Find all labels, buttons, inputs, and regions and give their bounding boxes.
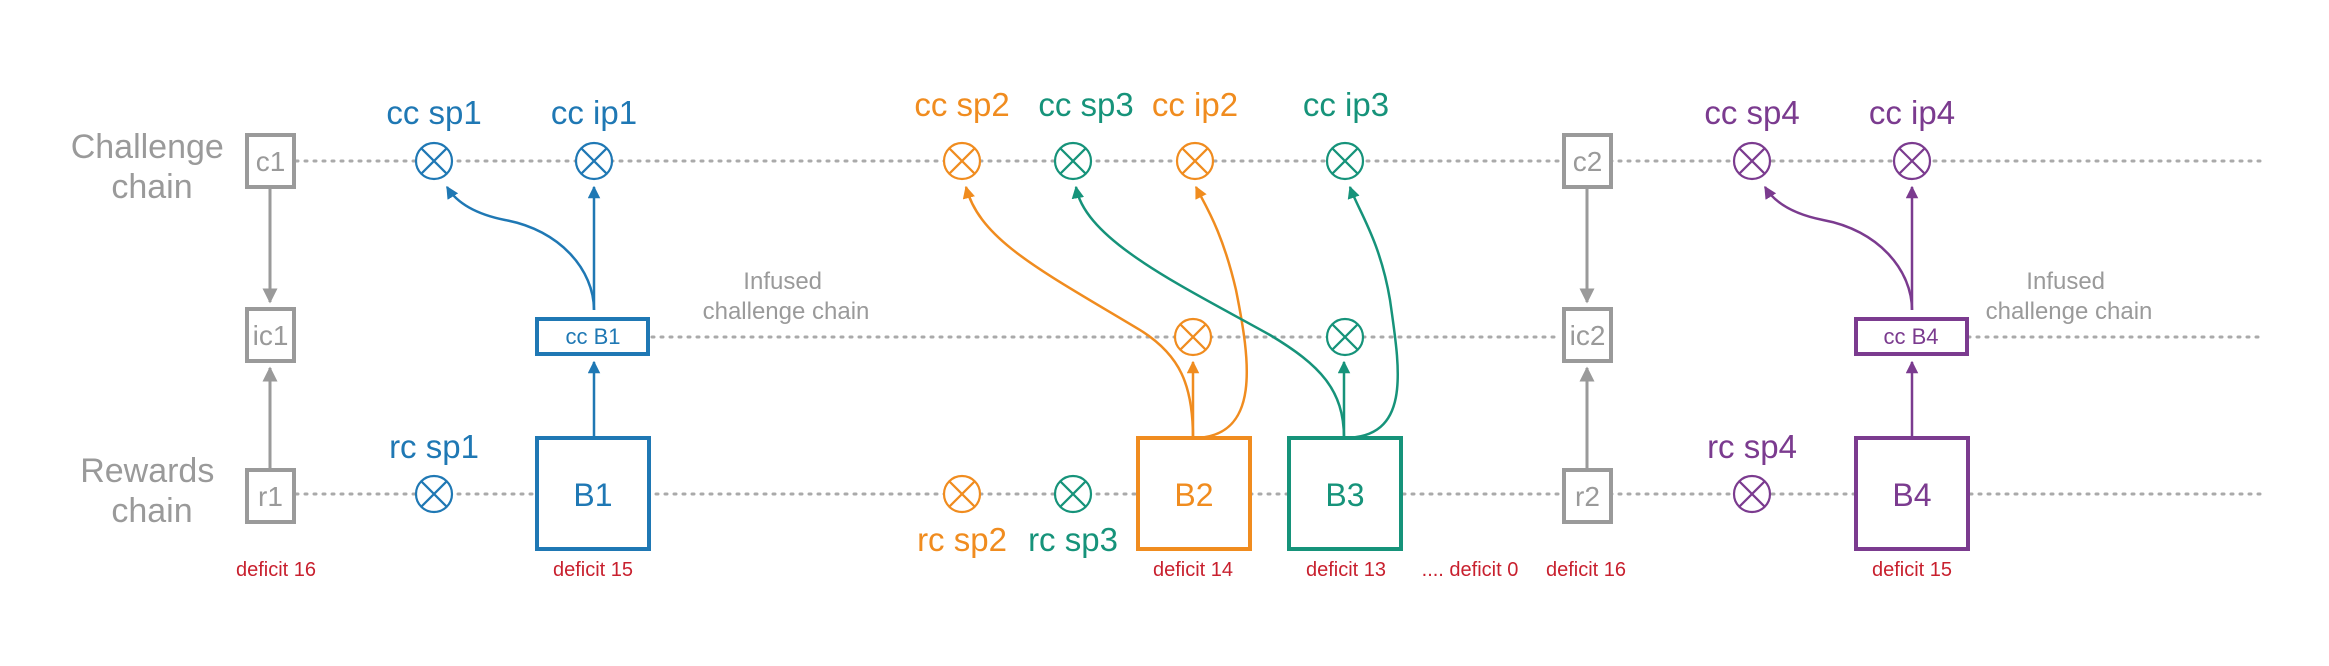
- ic1-label: ic1: [253, 320, 289, 351]
- b2-label: B2: [1174, 477, 1213, 513]
- sub-slot-1-boxes: c1 ic1 r1: [245, 133, 296, 524]
- infused-challenge-chain-label-1: Infused challenge chain: [703, 268, 870, 325]
- deficit-label: deficit 13: [1306, 559, 1386, 581]
- deficit-label: deficit 14: [1153, 559, 1233, 581]
- cc-ip4-marker: [1892, 141, 1932, 181]
- cc-sp2-marker: [942, 141, 982, 181]
- deficit-label: deficit 16: [236, 559, 316, 581]
- c1-box: [245, 133, 296, 189]
- deficit-labels: deficit 16 deficit 15 deficit 14 deficit…: [236, 559, 1952, 581]
- cc-ip2-marker: [1175, 141, 1215, 181]
- b2-box: [1136, 436, 1252, 551]
- block-b3-group: B3 cc sp3 cc ip3 rc sp3: [1028, 86, 1403, 558]
- rc-sp2-marker: [942, 474, 982, 514]
- ic1-box: [245, 307, 296, 363]
- rewards-chain-label: Rewards chain: [80, 452, 224, 530]
- cc-ip1-label: cc ip1: [551, 94, 637, 131]
- cc-b4-to-cc-sp4-arrow: [1763, 185, 1914, 311]
- cc-sp2-label: cc sp2: [914, 86, 1009, 123]
- r2-label: r2: [1575, 481, 1600, 512]
- cc-ip2-label: cc ip2: [1152, 86, 1238, 123]
- b1-label: B1: [573, 477, 612, 513]
- b4-label: B4: [1892, 477, 1931, 513]
- block-b2-group: B2 cc sp2 cc ip2 rc sp2: [914, 86, 1252, 558]
- infused-b2-marker: [1173, 317, 1213, 357]
- block-b4-group: cc B4 B4 cc sp4 cc ip4 rc sp4: [1704, 94, 1970, 551]
- b3-to-cc-sp3-arrow: [1071, 185, 1346, 439]
- cc-sp3-label: cc sp3: [1038, 86, 1133, 123]
- rc-sp1-label: rc sp1: [389, 428, 479, 465]
- b3-box: [1287, 436, 1403, 551]
- rc-sp3-label: rc sp3: [1028, 521, 1118, 558]
- cc-b1-to-cc-sp1-arrow: [445, 185, 596, 311]
- c2-box: [1562, 133, 1613, 189]
- b3-to-cc-ip3-arrow: [1343, 185, 1399, 440]
- infused-b3-marker: [1325, 317, 1365, 357]
- b2-to-cc-sp2-arrow: [962, 185, 1195, 439]
- r2-box: [1562, 468, 1613, 524]
- c2-label: c2: [1573, 146, 1603, 177]
- rc-sp3-marker: [1053, 474, 1093, 514]
- cc-sp4-label: cc sp4: [1704, 94, 1799, 131]
- block-b1-group: cc B1 B1 cc sp1 cc ip1 rc sp1: [386, 94, 651, 551]
- cc-sp1-label: cc sp1: [386, 94, 481, 131]
- rc-sp4-label: rc sp4: [1707, 428, 1797, 465]
- infused-challenge-chain-label-2: Infused challenge chain: [1986, 268, 2153, 325]
- ic2-label: ic2: [1570, 320, 1606, 351]
- deficit-label: deficit 15: [553, 559, 633, 581]
- cc-b1-label: cc B1: [565, 324, 620, 349]
- r1-label: r1: [258, 481, 283, 512]
- cc-b4-box: [1854, 317, 1969, 356]
- deficit-label: .... deficit 0: [1422, 559, 1519, 581]
- rc-sp2-label: rc sp2: [917, 521, 1007, 558]
- b2-to-cc-ip2-arrow: [1192, 185, 1249, 440]
- rc-sp1-marker: [414, 474, 454, 514]
- ic2-box: [1562, 307, 1613, 363]
- deficit-label: deficit 15: [1872, 559, 1952, 581]
- b3-label: B3: [1325, 477, 1364, 513]
- cc-b1-box: [535, 317, 650, 356]
- cc-sp1-marker: [414, 141, 454, 181]
- cc-ip4-label: cc ip4: [1869, 94, 1955, 131]
- r1-box: [245, 468, 296, 524]
- cc-b4-label: cc B4: [1883, 324, 1938, 349]
- b4-box: [1854, 436, 1970, 551]
- sub-slot-2-boxes: c2 ic2 r2: [1562, 133, 1613, 524]
- cc-ip1-marker: [574, 141, 614, 181]
- cc-sp3-marker: [1053, 141, 1093, 181]
- rc-sp4-marker: [1732, 474, 1772, 514]
- deficit-label: deficit 16: [1546, 559, 1626, 581]
- b1-box: [535, 436, 651, 551]
- cc-ip3-label: cc ip3: [1303, 86, 1389, 123]
- cc-sp4-marker: [1732, 141, 1772, 181]
- cc-ip3-marker: [1325, 141, 1365, 181]
- c1-label: c1: [256, 146, 286, 177]
- challenge-chain-label: Challenge chain: [71, 128, 234, 206]
